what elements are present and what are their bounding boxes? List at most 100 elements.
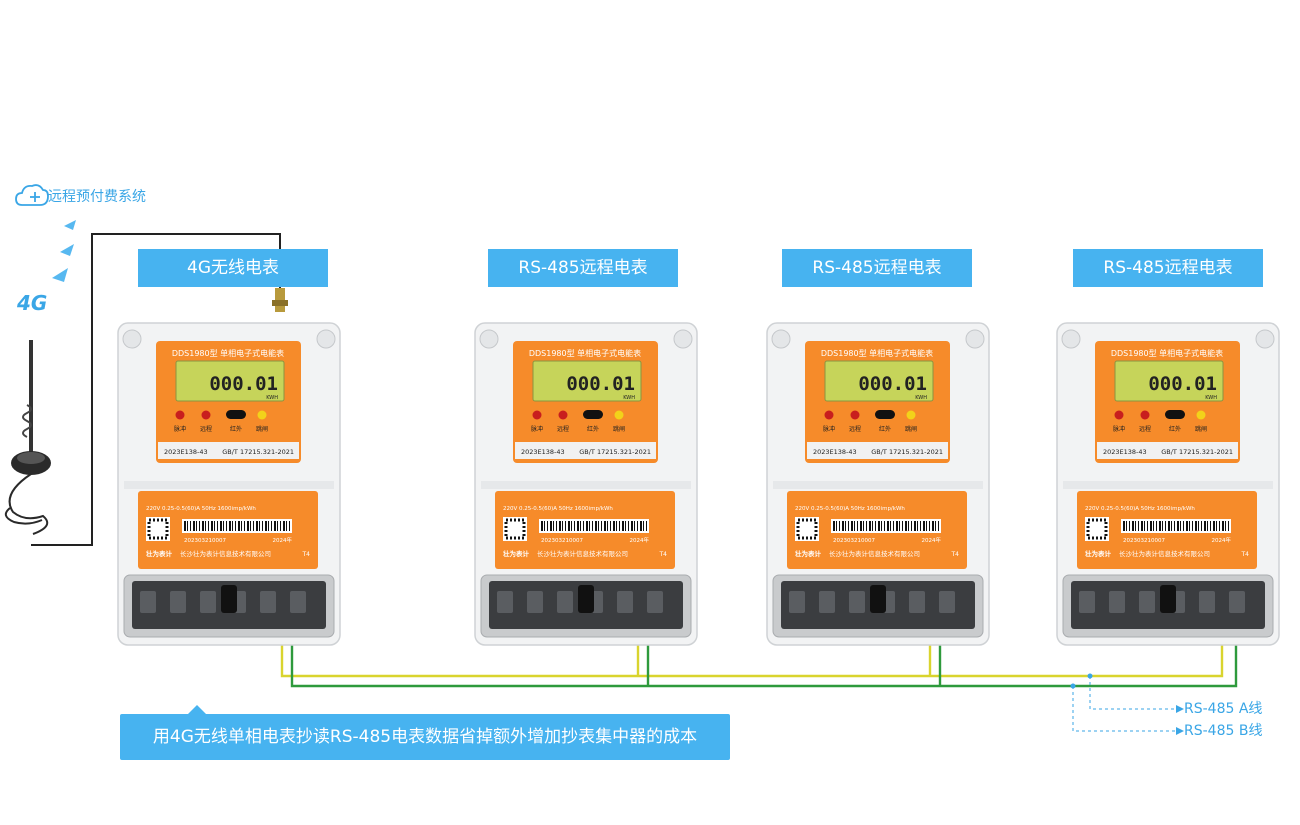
barcode-bar [553,521,554,531]
seal-icon [870,585,886,613]
lamp-label: 远程 [557,425,569,433]
system-label: 远程预付费系统 [48,189,146,205]
barcode-bar [1204,521,1206,531]
lamp-label: 红外 [230,425,242,433]
maker-name: 长沙壮为表计信息技术有限公司 [180,549,271,558]
lamp-label: 跳闸 [905,425,917,433]
barcode-bar [571,521,572,531]
maker-name: 长沙壮为表计信息技术有限公司 [829,549,920,558]
barcode-bar [286,521,287,531]
barcode-bar [905,521,907,531]
infrared-port-icon [583,410,603,419]
barcode-bar [244,521,245,531]
terminal-screw-icon [819,591,835,613]
barcode-bar [1183,521,1184,531]
terminal-screw-icon [789,591,805,613]
terminal-screw-icon [1139,591,1155,613]
lamp-label: 红外 [1169,425,1181,433]
infrared-port-icon [875,410,895,419]
barcode-bar [1213,521,1215,531]
barcode-bar [1123,521,1125,531]
barcode-bar [646,521,647,531]
barcode-bar [214,521,215,531]
terminal-screw-icon [200,591,216,613]
manufacture-year: 2024年 [630,536,650,544]
terminal-screw-icon [557,591,573,613]
legend-leaders [1072,676,1178,732]
maker-name: 长沙壮为表计信息技术有限公司 [537,549,628,558]
maker-name: 长沙壮为表计信息技术有限公司 [1119,549,1210,558]
standard-number: GB/T 17215.321-2021 [579,448,651,456]
barcode-bar [196,521,197,531]
barcode-bar [857,521,858,531]
lcd-screen [175,360,285,402]
barcode-bar [908,521,909,531]
cert-strip [158,442,299,459]
housing-band [124,481,334,489]
barcode-bar [938,521,939,531]
barcode-bar [851,521,853,531]
barcode-icon [1121,519,1231,533]
qr-pattern-icon [147,518,169,540]
terminal-screw-icon [290,591,306,613]
lcd-screen [1114,360,1224,402]
cert-number: 2023E138-43 [1103,448,1147,456]
terminal-screw-icon [617,591,633,613]
barcode-bar [890,521,891,531]
barcode-bar [1201,521,1202,531]
barcode-bar [1207,521,1208,531]
indicator-lamp-icon [1114,410,1124,420]
terminal-screw-icon [909,591,925,613]
barcode-bar [643,521,644,531]
indicator-lamp-icon [850,410,860,420]
lamp-label: 脉冲 [823,425,835,433]
barcode-bar [574,521,575,531]
barcode-bar [601,521,602,531]
barcode-bar [1192,521,1193,531]
manufacture-year: 2024年 [273,536,293,544]
meter-model: DDS1980型 单相电子式电能表 [172,348,284,358]
barcode-bar [616,521,617,531]
cert-strip [515,442,656,459]
barcode-bar [878,521,880,531]
barcode-bar [283,521,285,531]
lcd-reading: 000.01 [566,373,635,395]
barcode-bar [595,521,597,531]
lamp-label: 远程 [849,425,861,433]
barcode-bar [1150,521,1152,531]
cert-number: 2023E138-43 [164,448,208,456]
lamp-label: 红外 [587,425,599,433]
lamp-label: 脉冲 [1113,425,1125,433]
barcode-bar [226,521,227,531]
lamp-label: 跳闸 [613,425,625,433]
barcode-bar [854,521,855,531]
spec-text: 220V 0.25-0.5(60)A 50Hz 1600imp/kWh [795,506,905,512]
screw-icon [479,329,499,349]
serial-number: 202303210007 [184,538,226,544]
barcode-bar [190,521,191,531]
barcode-icon [539,519,649,533]
cert-strip [807,442,948,459]
indicator-lamp-icon [175,410,185,420]
lamp-label: 红外 [879,425,891,433]
barcode-bar [262,521,263,531]
barcode-bar [547,521,548,531]
barcode-bar [613,521,615,531]
lamp-label: 跳闸 [256,425,268,433]
barcode-bar [556,521,557,531]
seal-icon [221,585,237,613]
barcode-bar [920,521,921,531]
barcode-bar [1180,521,1181,531]
barcode-bar [640,521,642,531]
barcode-bar [1156,521,1157,531]
lamp-label: 脉冲 [174,425,186,433]
barcode-bar [541,521,543,531]
barcode-bar [1219,521,1220,531]
barcode-bar [271,521,272,531]
barcode-bar [926,521,927,531]
barcode-bar [241,521,242,531]
meter-1: DDS1980型 单相电子式电能表000.01KWH脉冲远程红外跳闸2023E1… [474,322,698,646]
barcode-bar [289,521,290,531]
indicator-lamp-icon [201,410,211,420]
cert-number: 2023E138-43 [813,448,857,456]
